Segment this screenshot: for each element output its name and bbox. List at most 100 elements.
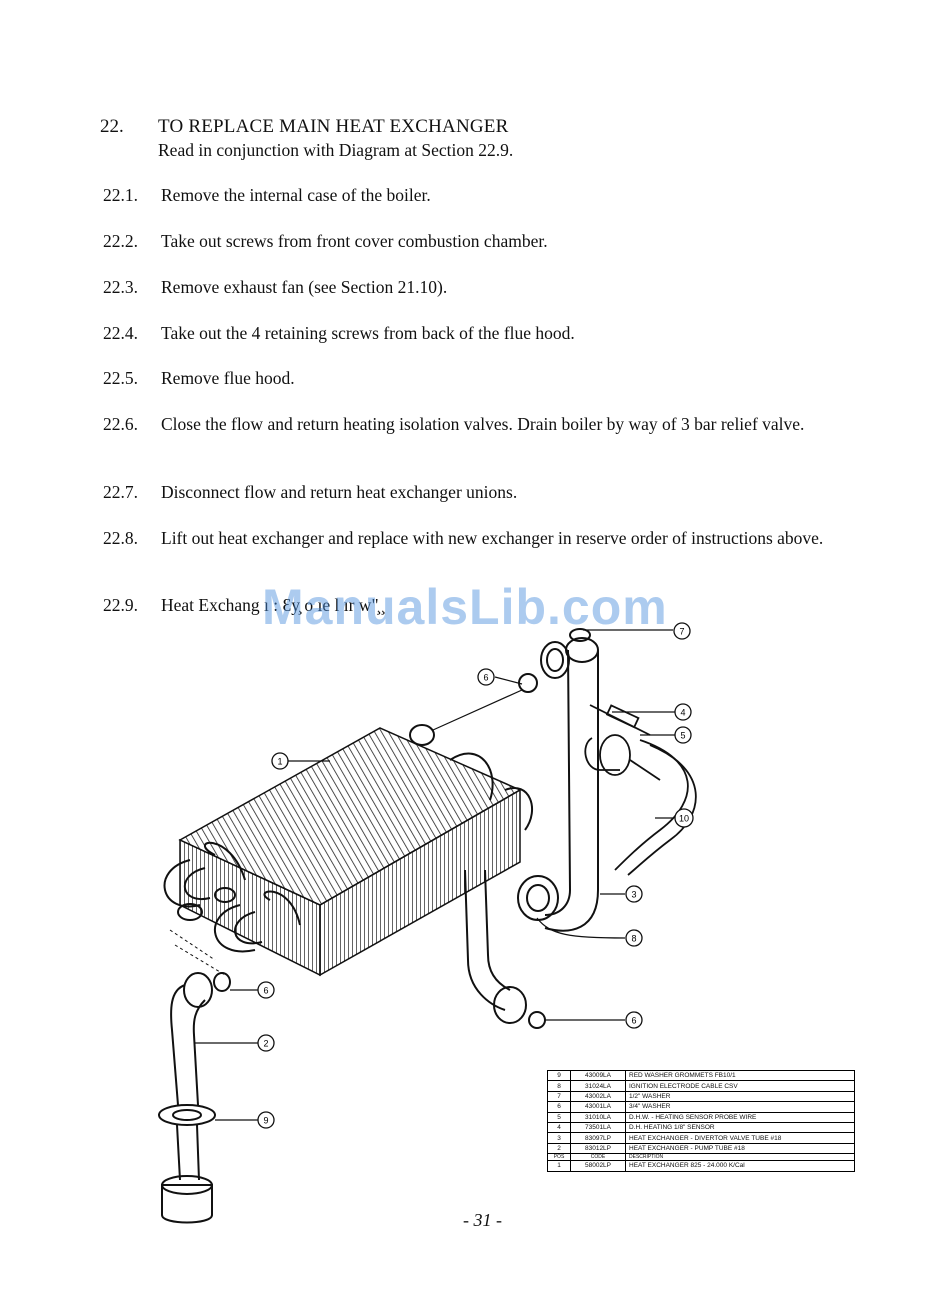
description-cell: IGNITION ELECTRODE CABLE CSV (625, 1080, 855, 1092)
callout-3: 3 (625, 885, 643, 903)
callout-2: 2 (257, 1034, 275, 1052)
pos-cell: 4 (547, 1121, 571, 1134)
description-cell: D.H. HEATING 1/8" SENSOR (625, 1121, 855, 1134)
description-cell: HEAT EXCHANGER 825 - 24.000 K/Cal (625, 1160, 855, 1172)
step-text: Remove the internal case of the boiler. (161, 185, 431, 205)
sensor-assembly (584, 704, 697, 876)
step-text: Close the flow and return heating isolat… (161, 414, 805, 434)
callout-5: 5 (674, 726, 692, 744)
svg-text:1: 1 (277, 757, 282, 767)
step-text: Lift out heat exchanger and replace with… (161, 528, 824, 548)
callout-10: 10 (674, 808, 694, 828)
code-cell: 43001LA (570, 1101, 626, 1113)
step-22-9: 22.9. Heat Exchang ı : Ɛy̧ o ıe l ır w"̧ … (103, 594, 863, 616)
step-22-5: 22.5.Remove flue hood. (103, 367, 863, 389)
svg-text:8: 8 (631, 934, 636, 944)
code-cell: 43009LA (570, 1069, 626, 1082)
svg-text:4: 4 (680, 708, 685, 718)
pump-tube (158, 972, 231, 1224)
description-cell: HEAT EXCHANGER - DIVERTOR VALVE TUBE #18 (625, 1132, 855, 1144)
step-number: 22.2. (103, 231, 138, 251)
top-union-nut (518, 641, 570, 693)
svg-text:7: 7 (679, 627, 684, 637)
pos-cell: 8 (547, 1080, 571, 1092)
description-cell: 3/4" WASHER (625, 1101, 855, 1113)
pos-cell: 5 (547, 1111, 571, 1123)
code-cell: 83097LP (570, 1132, 626, 1144)
callout-8: 8 (625, 929, 643, 947)
step-text: Disconnect flow and return heat exchange… (161, 482, 518, 502)
step-text: Remove exhaust fan (see Section 21.10). (161, 277, 448, 297)
svg-text:10: 10 (679, 814, 689, 824)
callout-4: 4 (674, 703, 692, 721)
pos-cell: 6 (547, 1101, 571, 1113)
callout-1: 1 (271, 752, 289, 770)
description-cell: RED WASHER GROMMETS FB10/1 (625, 1069, 855, 1082)
step-number: 22.4. (103, 323, 138, 343)
code-cell: 31010LA (570, 1111, 626, 1123)
rear-connections (409, 724, 534, 831)
description-cell: 1/2" WASHER (625, 1090, 855, 1103)
return-bends (163, 841, 301, 953)
callout-7: 7 (673, 622, 691, 640)
code-cell: 58002LP (570, 1160, 626, 1172)
leader-lines (195, 629, 675, 1121)
section-number: 22. (100, 116, 124, 137)
code-cell: CODE (570, 1153, 626, 1162)
callout-9: 9 (257, 1111, 275, 1129)
step-text: Heat Exchang ı : Ɛy̧ o ıe l ır w"̧ ̧ (161, 595, 383, 615)
svg-text:6: 6 (631, 1016, 636, 1026)
step-number: 22.8. (103, 528, 138, 548)
code-cell: 43002LA (570, 1090, 626, 1103)
step-text: Remove flue hood. (161, 368, 295, 388)
heat-exchanger-body (178, 727, 522, 977)
callout-6-left: 6 (257, 981, 275, 999)
step-22-6: 22.6.Close the flow and return heating i… (103, 413, 833, 435)
watermark: ManualsLib.com (262, 579, 668, 635)
pos-cell: 7 (547, 1090, 571, 1103)
code-cell: 31024LA (570, 1080, 626, 1092)
svg-text:6: 6 (483, 673, 488, 683)
step-number: 22.3. (103, 277, 138, 297)
callout-6-right: 6 (625, 1011, 643, 1029)
pos-cell: 3 (547, 1132, 571, 1144)
callout-numbers: 7 6 4 5 1 10 3 8 6 2 6 9 (257, 622, 694, 1129)
pos-cell: 9 (547, 1069, 571, 1082)
step-number: 22.1. (103, 185, 138, 205)
step-22-4: 22.4. Take out the 4 retaining screws fro… (103, 322, 863, 344)
divertor-valve-tube (517, 628, 599, 932)
pos-cell: 2 (547, 1142, 571, 1155)
step-text: Take out screws from front cover combust… (161, 231, 548, 251)
description-cell: DESCRIPTION (625, 1153, 855, 1162)
lower-return-tube (464, 869, 546, 1029)
step-22-2: 22.2. Take out screws from front cover co… (103, 230, 863, 252)
section-subtitle: Read in conjunction with Diagram at Sect… (158, 140, 514, 160)
code-cell: 73501LA (570, 1121, 626, 1134)
step-text: Take out the 4 retaining screws from bac… (161, 323, 575, 343)
pos-cell: POS (547, 1153, 571, 1162)
page-number: - 31 - (463, 1210, 502, 1230)
pos-cell: 1 (547, 1160, 571, 1172)
svg-text:9: 9 (263, 1116, 268, 1126)
callout-6-top: 6 (477, 668, 495, 686)
step-number: 22.9. (103, 595, 138, 615)
code-cell: 83012LP (570, 1142, 626, 1155)
svg-text:6: 6 (263, 986, 268, 996)
step-number: 22.7. (103, 482, 138, 502)
step-22-3: 22.3. Remove exhaust fan (see Section 21.… (103, 276, 863, 298)
svg-text:3: 3 (631, 890, 636, 900)
svg-text:2: 2 (263, 1039, 268, 1049)
